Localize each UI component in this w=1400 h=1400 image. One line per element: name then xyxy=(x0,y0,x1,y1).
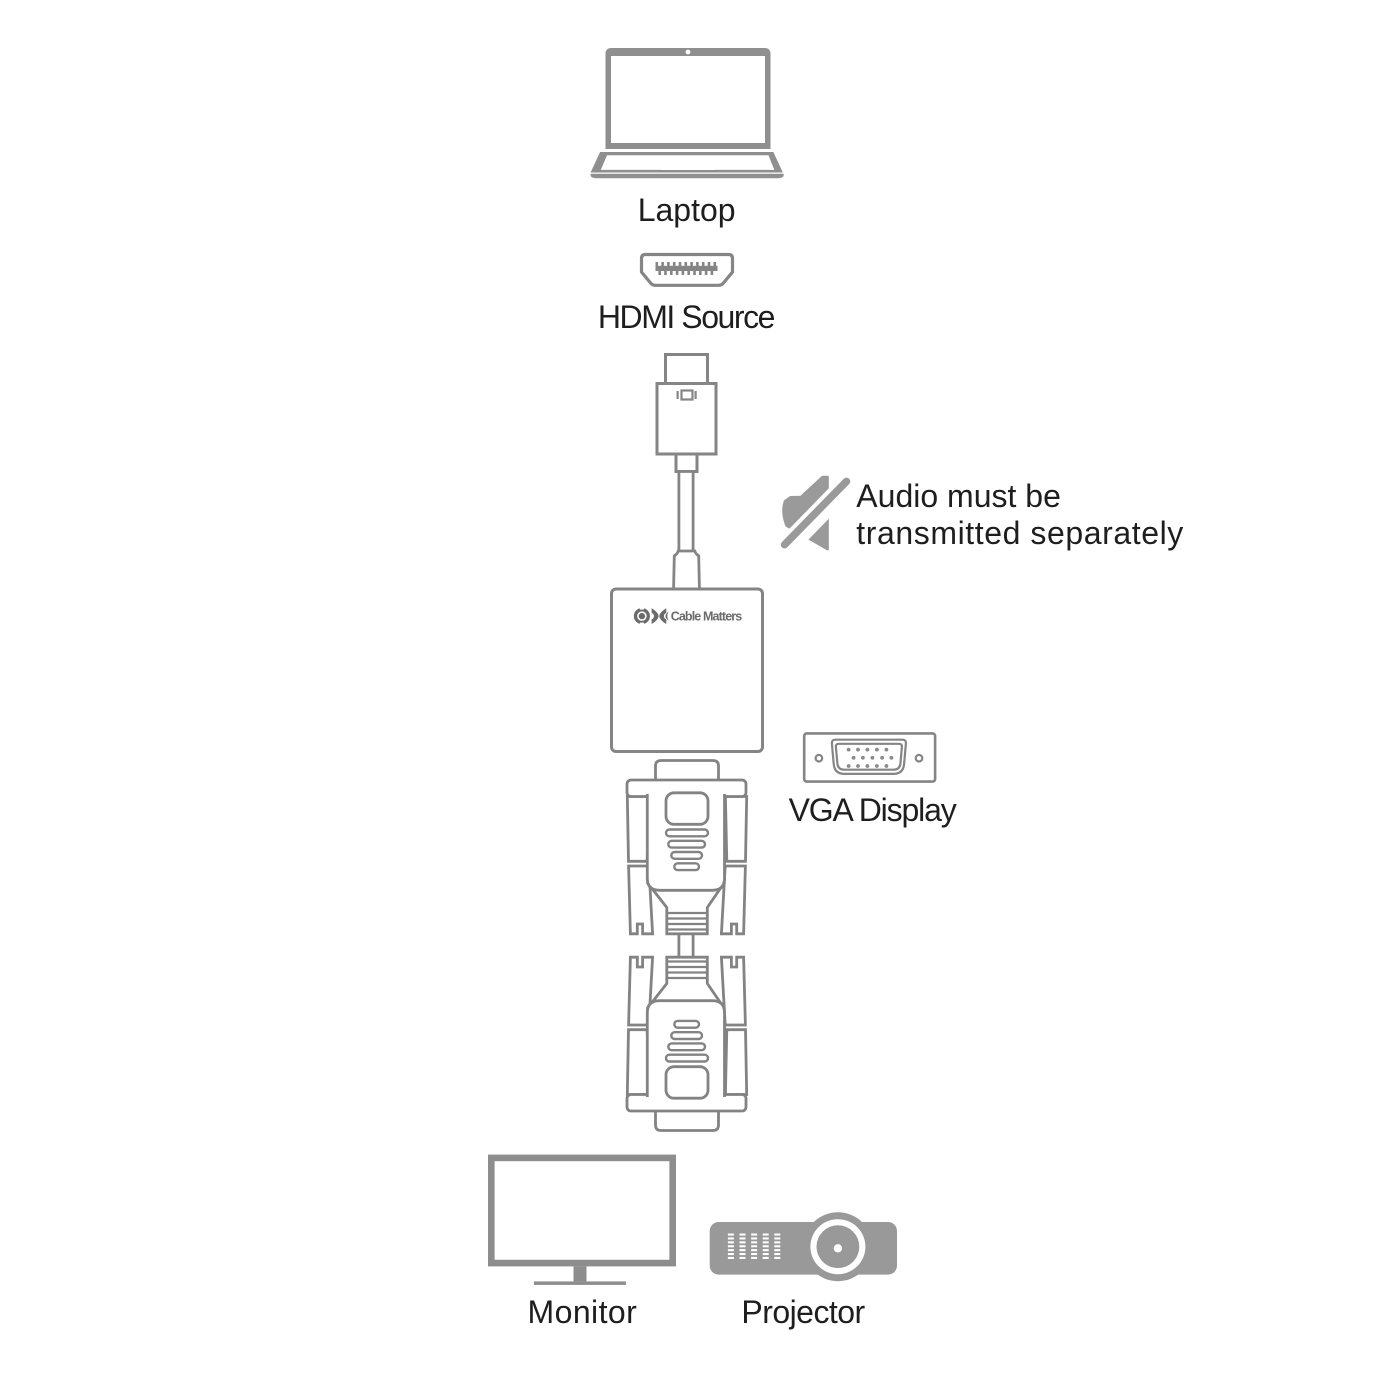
svg-text:Cable Matters: Cable Matters xyxy=(670,609,742,623)
